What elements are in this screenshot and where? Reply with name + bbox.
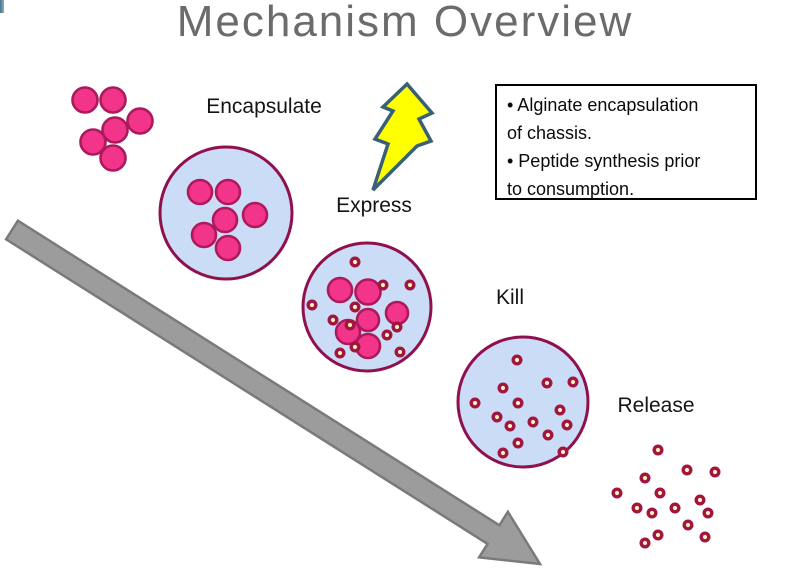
stage-label-express: Express xyxy=(336,194,412,217)
peptide-dot xyxy=(561,419,573,431)
stage-label-release: Release xyxy=(617,394,695,417)
express-stage xyxy=(301,241,433,373)
chassis-cell xyxy=(384,300,410,326)
stage-label-kill: Kill xyxy=(495,286,524,309)
peptide-dot xyxy=(349,301,361,313)
peptide-dot xyxy=(541,377,553,389)
peptide-dot xyxy=(512,437,524,449)
peptide-dot xyxy=(469,397,481,409)
process-flow-arrow-icon xyxy=(4,218,543,566)
peptide-dot xyxy=(542,429,554,441)
note-line: • Alginate encapsulation xyxy=(507,95,699,115)
peptide-dot xyxy=(349,256,361,268)
chassis-cell xyxy=(211,206,239,234)
peptide-dot xyxy=(567,376,579,388)
peptide-dot xyxy=(491,411,503,423)
note-line: of chassis. xyxy=(507,123,593,143)
peptide-dot xyxy=(497,447,509,459)
peptide-dot xyxy=(391,321,403,333)
peptide-dot xyxy=(631,502,643,514)
peptide-dot xyxy=(349,341,361,353)
chassis-cell xyxy=(101,116,129,144)
chassis-cell xyxy=(355,307,381,333)
peptide-dot xyxy=(512,397,524,409)
peptide-dot xyxy=(344,319,356,331)
chassis-cell xyxy=(99,144,127,172)
peptide-dot xyxy=(554,404,566,416)
peptide-dot xyxy=(652,444,664,456)
peptide-dot xyxy=(327,314,339,326)
chassis-cell xyxy=(79,128,107,156)
peptide-dot xyxy=(694,494,706,506)
chassis-cell xyxy=(326,276,354,304)
peptide-dot xyxy=(639,472,651,484)
peptide-dot xyxy=(611,487,623,499)
slide-title: Mechanism Overview xyxy=(176,0,634,46)
encapsulate-stage xyxy=(158,145,294,281)
chassis-cell xyxy=(190,221,218,249)
peptide-dot xyxy=(681,464,693,476)
peptide-dot xyxy=(527,416,539,428)
peptide-dot xyxy=(669,502,681,514)
peptide-dot xyxy=(557,446,569,458)
chassis-cell xyxy=(214,234,242,262)
express-vesicle xyxy=(301,241,433,373)
slide-edge-accent xyxy=(0,0,4,13)
chassis-cell xyxy=(186,178,214,206)
peptide-dot xyxy=(306,299,318,311)
chassis-cell xyxy=(99,86,127,114)
peptide-dot xyxy=(682,519,694,531)
chassis-cell xyxy=(71,86,99,114)
peptide-dot xyxy=(709,466,721,478)
peptide-dot xyxy=(639,537,651,549)
lightning-icon xyxy=(371,81,435,192)
peptide-dot xyxy=(377,279,389,291)
peptide-dot xyxy=(699,531,711,543)
notes-box: • Alginate encapsulation of chassis. • P… xyxy=(495,84,757,200)
chassis-cell xyxy=(354,278,382,306)
note-line: • Peptide synthesis prior xyxy=(507,151,701,171)
release-stage xyxy=(611,444,721,549)
free-chassis-cells xyxy=(71,86,154,172)
chassis-cell xyxy=(214,178,242,206)
peptide-dot xyxy=(504,420,516,432)
kill-stage xyxy=(456,335,590,469)
peptide-dot xyxy=(381,329,393,341)
note-line: to consumption. xyxy=(507,179,635,199)
peptide-dot xyxy=(394,346,406,358)
peptide-dot xyxy=(511,354,523,366)
stage-label-encapsulate: Encapsulate xyxy=(206,95,322,118)
peptide-dot xyxy=(497,382,509,394)
peptide-dot xyxy=(404,279,416,291)
peptide-dot xyxy=(654,487,666,499)
peptide-dot xyxy=(334,347,346,359)
chassis-cell xyxy=(241,201,269,229)
peptide-dot xyxy=(652,529,664,541)
chassis-cell xyxy=(126,107,154,135)
peptide-dot xyxy=(646,507,658,519)
peptide-dot xyxy=(702,507,714,519)
